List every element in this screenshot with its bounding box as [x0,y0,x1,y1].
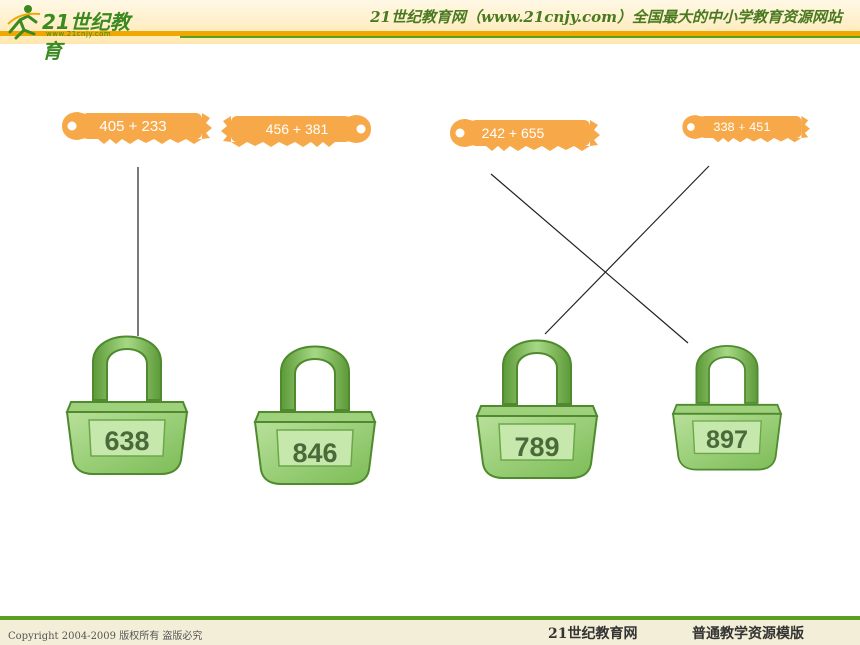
header-divider-green [180,36,860,38]
key-1[interactable]: 405 + 233 [62,112,212,144]
key-1-label: 405 + 233 [99,118,166,135]
footer-template-name: 普通教学资源模版 [692,626,804,642]
lock-2-label: 846 [292,438,337,468]
lock-3-label: 789 [514,432,559,462]
match-line-3 [544,165,710,335]
key-3-label: 242 + 655 [482,125,545,141]
key-4[interactable]: 338 + 451 [682,115,810,143]
site-logo[interactable]: 21世纪教育 www.21cnjy.com [6,2,146,63]
header-divider [0,31,860,36]
lock-1[interactable]: 638 [66,335,188,475]
footer-copyright: Copyright 2004-2009 版权所有 盗版必究 [8,631,203,642]
lock-3[interactable]: 789 [476,339,598,479]
footer-band [0,616,860,645]
logo-text: 21世纪教育 [42,10,130,63]
footer-site-name[interactable]: 21世纪教育网 [548,626,638,642]
key-2-label: 456 + 381 [266,121,329,137]
header-title: 21世纪教育网（www.21cnjy.com）全国最大的中小学教育资源网站 [370,8,842,26]
key-3[interactable]: 242 + 655 [450,119,600,151]
logo-url: www.21cnjy.com [46,30,112,38]
match-line-2 [490,173,689,344]
lock-2[interactable]: 846 [254,345,376,485]
runner-icon [7,5,41,40]
lock-1-label: 638 [104,426,149,456]
lock-4[interactable]: 897 [672,344,782,471]
footer-divider [0,616,860,620]
key-4-label: 338 + 451 [713,119,770,134]
lock-4-label: 897 [706,426,748,454]
